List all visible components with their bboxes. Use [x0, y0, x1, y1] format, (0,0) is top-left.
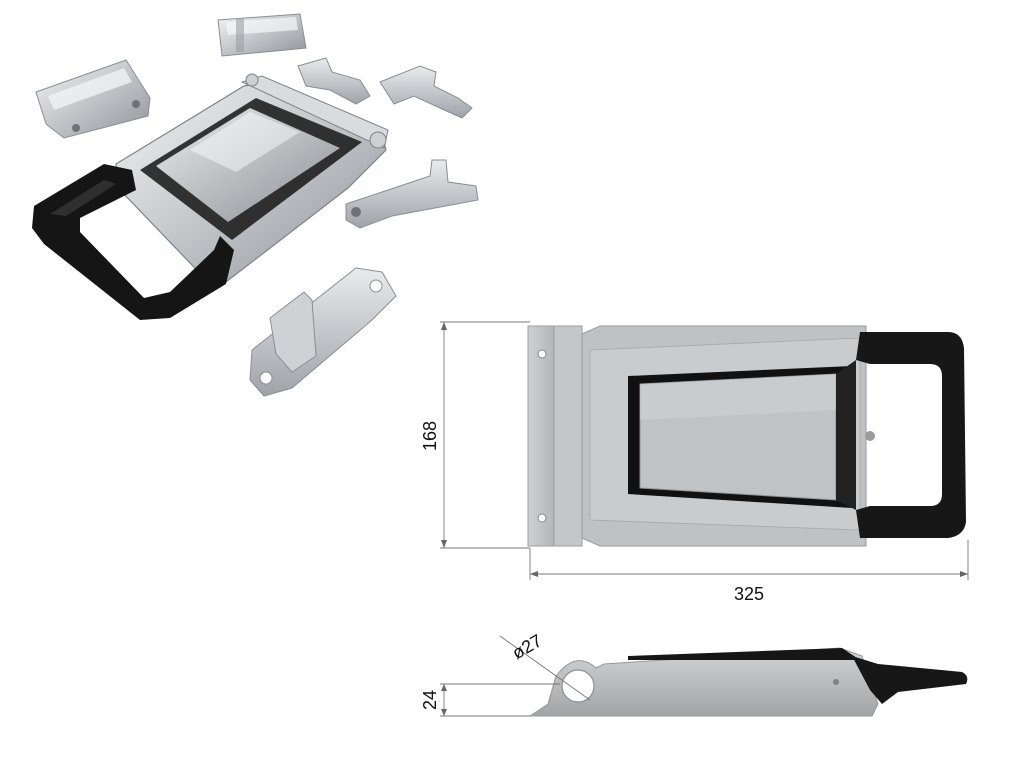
- keeper-bracket: [345, 159, 479, 229]
- width-dimension-label: 325: [734, 584, 764, 604]
- hinge-block-large: [35, 59, 151, 139]
- base-plate: [527, 325, 555, 547]
- diameter-dimension-label: ø27: [509, 630, 546, 663]
- dimension-lines: [440, 321, 969, 717]
- thickness-dimension-label: 24: [420, 690, 440, 710]
- handle-top: [856, 332, 966, 538]
- mount-hole-top: [537, 349, 547, 359]
- hinge-block-small: [217, 13, 307, 57]
- pin-part-1: [297, 57, 371, 105]
- handle-side: [852, 656, 968, 704]
- latch-body: [115, 73, 389, 289]
- rubber-handle: [32, 164, 234, 320]
- keeper-plate: [249, 267, 397, 397]
- hinge-hole: [561, 669, 595, 703]
- product-photo: [32, 13, 479, 397]
- dimension-arrows: [441, 322, 968, 716]
- pin-part-2: [379, 65, 473, 119]
- side-view-drawing: [528, 647, 968, 717]
- top-view-drawing: [527, 325, 966, 547]
- height-dimension-label: 168: [420, 421, 440, 451]
- mount-hole-bottom: [537, 513, 547, 523]
